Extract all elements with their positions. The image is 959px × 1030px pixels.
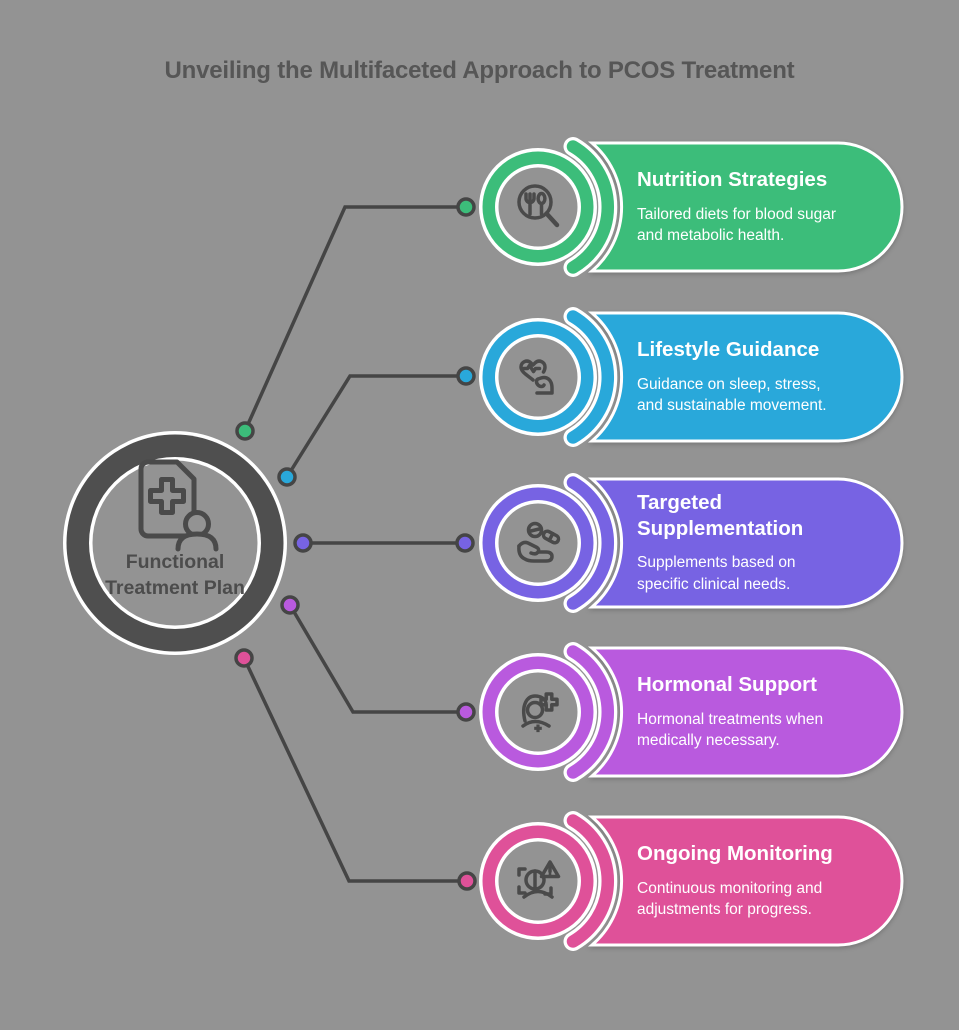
item-crescent-4	[566, 814, 614, 948]
item-title: Ongoing Monitoring	[637, 842, 833, 865]
item-title: Nutrition Strategies	[637, 168, 828, 191]
item-pill-1	[587, 311, 904, 443]
item-title: Hormonal Support	[637, 673, 817, 696]
hand-supplements-icon	[517, 521, 561, 563]
food-magnifier-icon	[517, 184, 560, 228]
hub-interior	[92, 460, 258, 626]
connector-dot-item-3	[456, 702, 476, 722]
connector-dot-hub-1	[277, 467, 297, 487]
item-text-2: Targeted Supplementation Supplements bas…	[637, 490, 909, 596]
connectors	[234, 197, 477, 891]
connector-line-3	[288, 604, 466, 714]
item-title: Lifestyle Guidance	[637, 338, 820, 361]
center-node	[63, 431, 287, 655]
female-medical-icon	[521, 692, 559, 733]
item-circle-interior-4	[498, 841, 578, 921]
item-text-0: Nutrition Strategies Tailored diets for …	[637, 167, 909, 247]
item-circle-interior-0	[498, 167, 578, 247]
item-crescent-3	[566, 645, 614, 779]
item-crescent-1	[566, 310, 614, 444]
item-pill-2	[587, 477, 904, 609]
item-text-4: Ongoing Monitoring Continuous monitoring…	[637, 841, 909, 921]
connector-dot-item-0	[456, 197, 476, 217]
item-title: Targeted Supplementation	[637, 491, 804, 540]
item-circle-interior-3	[498, 672, 578, 752]
monitoring-alert-icon	[517, 860, 561, 899]
item-pill-0	[587, 141, 904, 273]
item-card-4	[479, 811, 904, 951]
connector-dot-hub-3	[280, 595, 300, 615]
item-card-3	[479, 642, 904, 782]
connector-line-1	[285, 374, 466, 478]
item-crescent-2	[566, 476, 614, 610]
connector-dot-item-2	[455, 533, 475, 553]
connector-dot-item-1	[456, 366, 476, 386]
item-circle-interior-2	[498, 503, 578, 583]
item-pill-3	[587, 646, 904, 778]
item-card-0	[479, 137, 904, 277]
treatment-plan-icon	[138, 459, 219, 552]
item-description: Tailored diets for blood sugar and metab…	[637, 205, 837, 245]
connector-dot-item-4	[457, 871, 477, 891]
item-card-1	[479, 307, 904, 447]
item-card-2	[479, 473, 904, 613]
item-description: Continuous monitoring and adjustments fo…	[637, 879, 823, 919]
connector-line-0	[243, 205, 466, 432]
connector-dot-hub-2	[293, 533, 313, 553]
item-crescent-0	[566, 140, 614, 274]
item-text-3: Hormonal Support Hormonal treatments whe…	[637, 672, 909, 752]
item-circle-interior-1	[498, 337, 578, 417]
center-node-label: Functional Treatment Plan	[105, 551, 245, 600]
item-text-1: Lifestyle Guidance Guidance on sleep, st…	[637, 337, 909, 417]
connector-line-4	[242, 657, 467, 883]
connector-dot-hub-4	[234, 648, 254, 668]
item-description: Guidance on sleep, stress, and sustainab…	[637, 375, 827, 415]
item-pill-4	[587, 815, 904, 947]
item-description: Supplements based on specific clinical n…	[637, 554, 796, 594]
heart-fitness-icon	[519, 359, 554, 395]
page-title: Unveiling the Multifaceted Approach to P…	[164, 57, 795, 84]
item-description: Hormonal treatments when medically neces…	[637, 710, 824, 750]
connector-dot-hub-0	[235, 421, 255, 441]
